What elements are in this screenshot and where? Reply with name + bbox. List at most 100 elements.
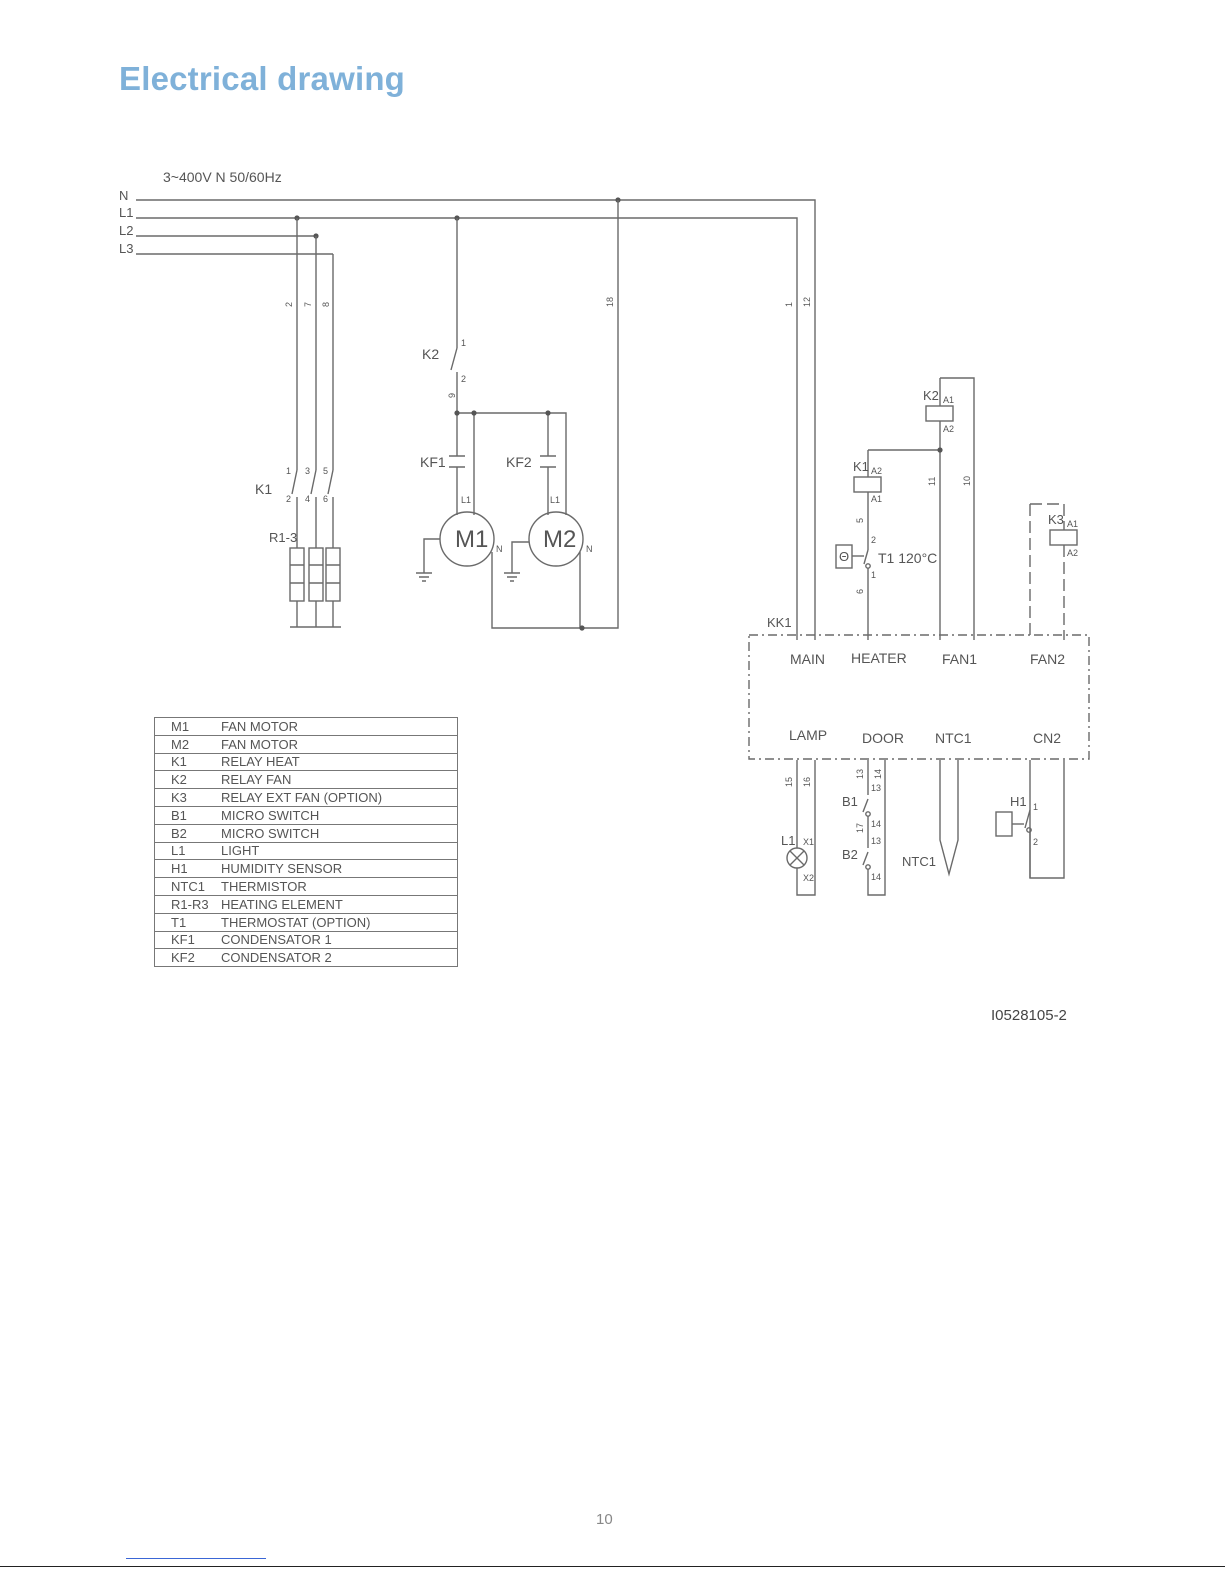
wire-number: 16 [802, 777, 812, 787]
legend-code: R1-R3 [154, 894, 221, 914]
supply-voltage: 3~400V N 50/60Hz [163, 169, 282, 185]
supply-bus [136, 197, 816, 640]
legend-code: KF2 [154, 948, 221, 968]
heater-branch [289, 218, 341, 628]
page-number: 10 [596, 1511, 613, 1528]
terminal-n: N [586, 544, 593, 554]
legend-code: K3 [154, 788, 221, 807]
wire-number: 17 [855, 823, 865, 833]
switch-pin: 1 [461, 338, 466, 348]
wire-number: 12 [802, 297, 812, 307]
m1-label: M1 [455, 526, 488, 553]
legend-code: NTC1 [154, 877, 221, 896]
switch-pin: 2 [1033, 837, 1038, 847]
r1-3-label: R1-3 [269, 530, 297, 545]
port-door: DOOR [862, 730, 904, 746]
legend-code: K1 [154, 752, 221, 772]
wire-number: 18 [605, 297, 615, 307]
contact-pin: 6 [323, 494, 328, 504]
wire-number: 13 [855, 769, 865, 779]
wire-number: 5 [855, 518, 865, 523]
legend-description: MICRO SWITCH [221, 823, 458, 843]
terminal-l1: L1 [461, 495, 471, 505]
contact-pin: 1 [286, 466, 291, 476]
legend-code: B2 [154, 823, 221, 843]
switch-pin: 2 [461, 374, 466, 384]
relay-control-branch [835, 377, 1078, 640]
k2-coil-label: K2 [923, 388, 939, 403]
switch-pin: 13 [871, 836, 881, 846]
switch-pin: 1 [871, 570, 876, 580]
k2-label: K2 [422, 346, 439, 362]
k1-label: K1 [255, 481, 272, 497]
line-label-l1: L1 [119, 205, 133, 220]
wire-number: 7 [303, 302, 313, 307]
terminal-a2: A2 [871, 466, 882, 476]
legend-description: THERMISTOR [221, 877, 458, 896]
wire-number: 6 [855, 589, 865, 594]
port-fan2: FAN2 [1030, 651, 1065, 667]
wire-number: 9 [447, 393, 457, 398]
switch-pin: 13 [871, 783, 881, 793]
wire-number: 15 [784, 777, 794, 787]
lamp-l1-label: L1 [781, 833, 795, 848]
contact-pin: 3 [305, 466, 310, 476]
legend-description: CONDENSATOR 2 [221, 948, 458, 968]
legend-code: M1 [154, 717, 221, 736]
page-title: Electrical drawing [119, 60, 406, 97]
kf1-label: KF1 [420, 454, 446, 470]
document-id: I0528105-2 [991, 1007, 1067, 1024]
contact-pin: 5 [323, 466, 328, 476]
wire-number: 10 [962, 476, 972, 486]
switch-pin: 1 [1033, 802, 1038, 812]
terminal-l1: L1 [550, 495, 560, 505]
switch-pin: 14 [871, 872, 881, 882]
legend-code: K2 [154, 770, 221, 790]
thermostat-icon: Θ [839, 549, 849, 564]
contact-pin: 2 [286, 494, 291, 504]
port-lamp: LAMP [789, 727, 827, 743]
port-cn2: CN2 [1033, 730, 1061, 746]
legend-description: HUMIDITY SENSOR [221, 859, 458, 879]
terminal-x1: X1 [803, 837, 814, 847]
legend-description: RELAY HEAT [221, 752, 458, 772]
peripheral-wiring [786, 760, 1065, 896]
line-label-l3: L3 [119, 241, 133, 256]
wire-number: 11 [927, 477, 937, 486]
b1-label: B1 [842, 794, 858, 809]
legend-description: FAN MOTOR [221, 734, 458, 754]
legend-description: MICRO SWITCH [221, 805, 458, 825]
line-label-n: N [119, 188, 128, 203]
legend-description: THERMOSTAT (OPTION) [221, 912, 458, 932]
legend-description: FAN MOTOR [221, 717, 458, 736]
legend-description: CONDENSATOR 1 [221, 930, 458, 950]
legend-description: LIGHT [221, 841, 458, 861]
port-heater: HEATER [851, 650, 907, 666]
t1-label: T1 120°C [878, 550, 937, 566]
electrical-schematic: 3~400V N 50/60Hz N L1 L2 L3 2 7 8 K1 1 3… [119, 169, 1090, 896]
k3-coil-label: K3 [1048, 512, 1064, 527]
footer-link-underline [126, 1558, 266, 1559]
h1-label: H1 [1010, 794, 1027, 809]
ntc1-sensor-label: NTC1 [902, 854, 936, 869]
kf2-label: KF2 [506, 454, 532, 470]
legend-code: H1 [154, 859, 221, 879]
wire-number: 14 [873, 769, 883, 779]
contact-pin: 4 [305, 494, 310, 504]
wire-number: 1 [784, 302, 794, 307]
legend-description: RELAY EXT FAN (OPTION) [221, 788, 458, 807]
wire-number: 8 [321, 302, 331, 307]
terminal-x2: X2 [803, 873, 814, 883]
terminal-n: N [496, 544, 503, 554]
